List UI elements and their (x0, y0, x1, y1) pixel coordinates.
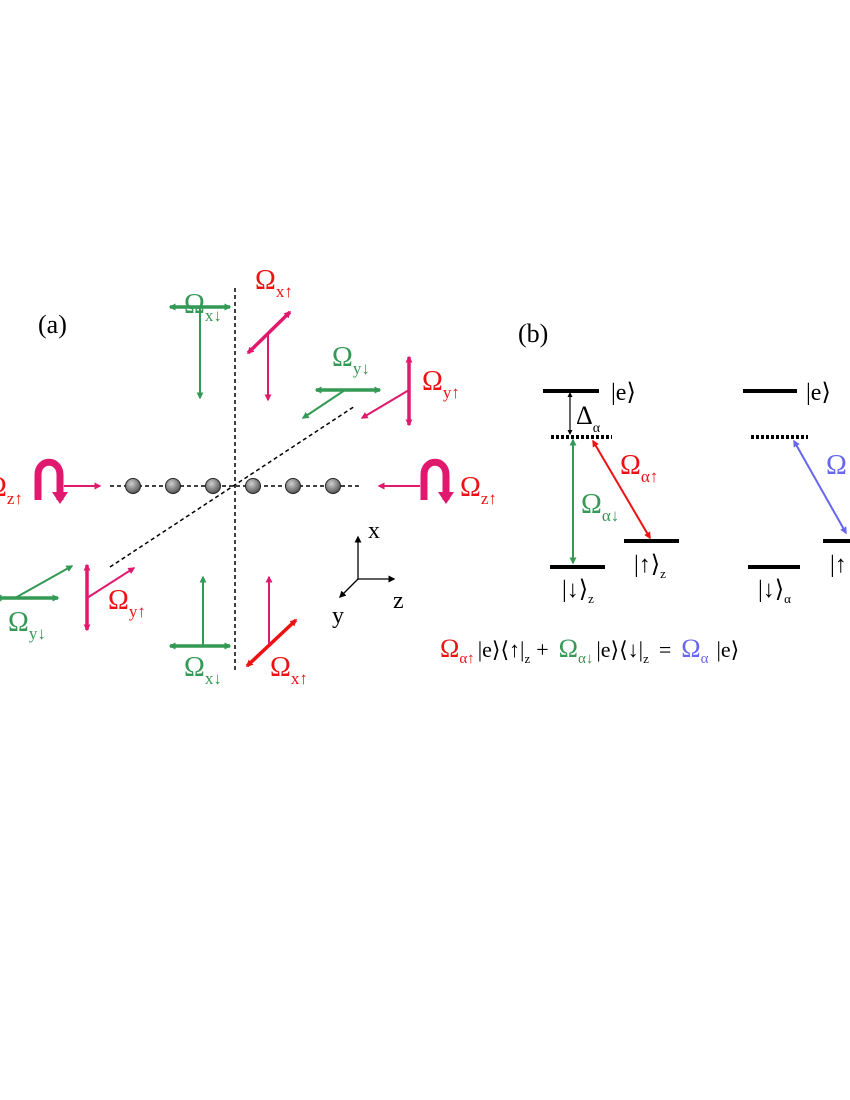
omega-y-up-left-label: Ωy↑ (108, 585, 146, 621)
detuning-label: Δα (576, 401, 601, 436)
down-state-label: |↓⟩α (758, 577, 791, 606)
omega-y-up-right-label: Ωy↑ (422, 366, 460, 402)
polarization-arrow (245, 618, 298, 668)
beam-x-up-top: Ωx↑ (246, 265, 293, 402)
circular-polarization-arrow (34, 458, 64, 500)
omega-y-down-left-label: Ωy↓ (8, 607, 46, 643)
beam-y-down-right: Ωy↓ (301, 342, 382, 419)
equation: Ωα↑|e⟩⟨↑|z+Ωα↓|e⟩⟨↓|z=Ωα|e⟩ (440, 634, 739, 667)
omega-y-down-right-label: Ωy↓ (332, 342, 370, 378)
panel-a-label: (a) (38, 310, 67, 339)
circular-polarization-arrow (420, 458, 450, 500)
up-state-label: |↑ (830, 552, 847, 578)
up-state-label: |↑⟩z (634, 552, 666, 581)
propagation-arrow (301, 389, 346, 419)
omega-alpha-coupling-arrow (793, 439, 847, 535)
omega-x-up-top-label: Ωx↑ (255, 265, 293, 301)
ion (205, 478, 221, 494)
ion-chain (125, 478, 341, 494)
beam-z-up-right: Ωz↑ (377, 458, 497, 508)
omega-alpha-up-label: Ωα↑ (620, 450, 658, 486)
propagation-arrow (360, 389, 410, 419)
circular-arrow-head (438, 492, 454, 504)
ion (245, 478, 261, 494)
omega-alpha-label: Ω (826, 450, 847, 481)
omega-x-down-bottom-label: Ωx↓ (184, 652, 222, 688)
circular-arrow-head (52, 492, 68, 504)
level-scheme-right: |e⟩ Ω |↑ |↓⟩α (743, 380, 850, 606)
ion (125, 478, 141, 494)
excited-state-label: |e⟩ (611, 380, 636, 406)
y-axis-label: y (332, 603, 344, 629)
y-axis-arrow (339, 578, 359, 598)
omega-alpha-down-label: Ωα↓ (581, 489, 619, 525)
omega-x-up-bottom-label: Ωx↑ (270, 652, 308, 688)
omega-z-up-left-label: Ωz↑ (0, 472, 23, 508)
panel-b: (b) |e⟩ Δα Ωα↑ Ωα↓ |↑⟩z |↓⟩z |e⟩ Ω (440, 319, 850, 667)
omega-z-up-right-label: Ωz↑ (460, 472, 497, 508)
z-axis-label: z (393, 588, 404, 614)
x-axis-label: x (368, 518, 380, 544)
omega-up-coupling-arrow (592, 439, 651, 540)
ion (325, 478, 341, 494)
beam-y-up-left: Ωy↑ (83, 563, 146, 632)
beam-x-down-top: Ωx↓ (168, 289, 232, 400)
beam-x-down-bottom: Ωx↓ (168, 575, 232, 688)
panel-a: (a) Ωx↓ Ωx↑ Ωy↓ (0, 265, 497, 688)
beam-z-up-left: Ωz↑ (0, 458, 102, 508)
beam-x-up-bottom: Ωx↑ (245, 575, 308, 688)
coordinate-axes: x z y (332, 518, 404, 629)
propagation-arrow (86, 567, 136, 599)
level-scheme-left: |e⟩ Δα Ωα↑ Ωα↓ |↑⟩z |↓⟩z (543, 380, 679, 606)
down-state-label: |↓⟩z (562, 577, 594, 606)
propagation-arrow (14, 565, 74, 599)
excited-state-label: |e⟩ (806, 380, 831, 406)
ion (285, 478, 301, 494)
omega-x-down-top-label: Ωx↓ (184, 289, 222, 325)
panel-b-label: (b) (518, 319, 548, 348)
ion (165, 478, 181, 494)
beam-y-up-right: Ωy↑ (360, 355, 460, 427)
beam-y-down-left: Ωy↓ (0, 565, 74, 643)
